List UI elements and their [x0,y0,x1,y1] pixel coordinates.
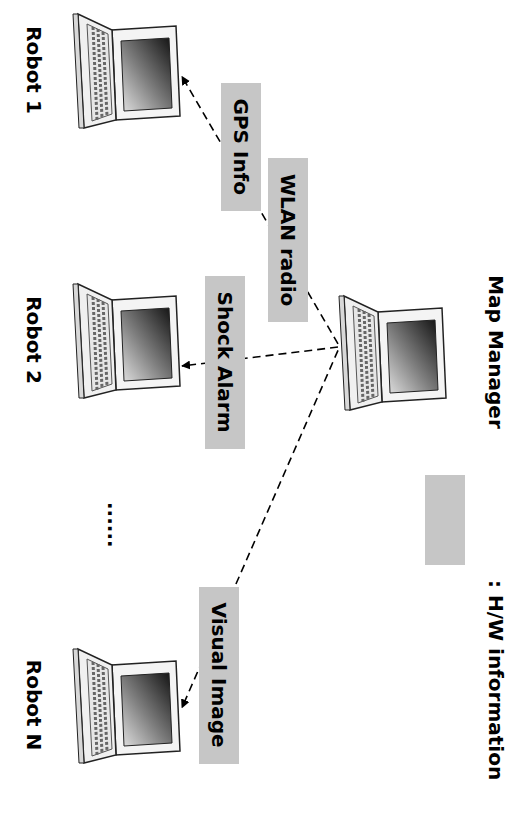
legend-swatch [425,475,465,565]
hw-info-tag: Visual Image [199,587,239,764]
ellipsis-mark: ...... [103,502,127,548]
laptop-keys [93,297,107,390]
laptop-lid [112,661,180,755]
node-label: Map Manager [484,275,508,429]
laptop-node: Map Manager [338,270,508,434]
laptop-screen [387,320,438,393]
laptop-node: Robot 1 [22,5,182,135]
laptop-keyboard [87,294,112,391]
laptop-front [73,649,84,763]
legend-text: : H/W information [484,580,508,780]
laptop-lid [112,296,180,390]
laptop-icon [72,645,182,765]
laptop-keys [359,309,373,402]
laptop-front [73,14,84,128]
laptop-base [78,284,116,398]
hw-info-tag: GPS Info [221,83,261,212]
laptop-node: Robot N [22,640,182,770]
laptop-icon [72,10,182,130]
laptop-keyboard [353,306,378,403]
node-label: Robot 2 [22,296,46,384]
hw-info-tag: WLAN radio [268,158,308,322]
hw-info-tag: Shock Alarm [205,276,245,449]
laptop-icon [72,280,182,400]
laptop-screen [121,308,172,381]
laptop-front [73,284,84,398]
node-label: Robot 1 [22,26,46,114]
node-label: Robot N [22,660,46,750]
laptop-front [339,296,350,410]
laptop-screen [121,38,172,111]
laptop-keys [93,662,107,755]
laptop-icon [338,292,448,412]
laptop-lid [378,308,446,402]
laptop-keyboard [87,659,112,756]
laptop-keys [93,27,107,120]
laptop-base [344,296,382,410]
laptop-base [78,649,116,763]
laptop-keyboard [87,24,112,121]
laptop-node: Robot 2 [22,275,182,405]
laptop-base [78,14,116,128]
laptop-lid [112,26,180,120]
laptop-screen [121,673,172,746]
